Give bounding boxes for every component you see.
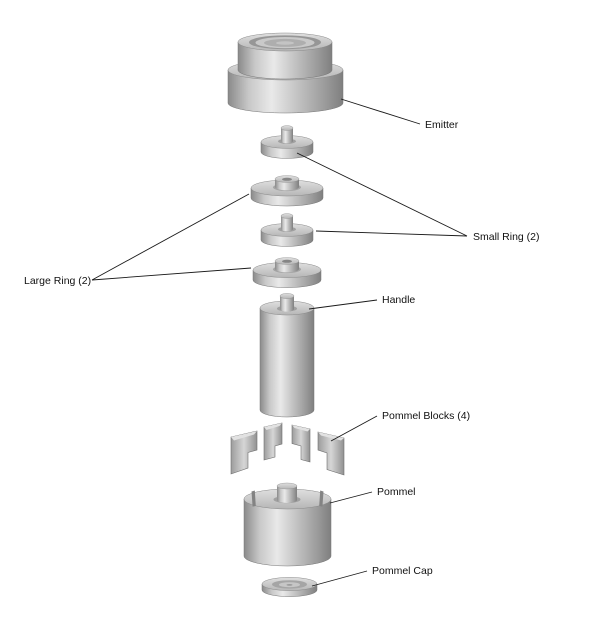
pommel-post-body [277, 486, 297, 503]
emitter-lower-body [227, 69, 344, 114]
leader-large-ring-upper [91, 193, 250, 281]
label-emitter: Emitter [425, 119, 459, 131]
pommel-block-right-top-facet [318, 432, 344, 441]
pommel-block-back-right [291, 424, 311, 463]
pommel-post-top [276, 482, 298, 490]
pommel-part [243, 482, 332, 567]
label-pommel-blocks: Pommel Blocks (4) [382, 410, 470, 422]
labels: Emitter Small Ring (2) Large Ring (2) Ha… [24, 119, 540, 577]
pommel-block-back-left [263, 422, 283, 461]
leader-small-ring-lower [315, 230, 468, 237]
large-ring-1-part [250, 175, 324, 207]
label-handle: Handle [382, 294, 415, 306]
large-ring-2-part [252, 257, 322, 288]
pommel-block-left-top-facet [231, 431, 257, 441]
small-ring-2-part [260, 213, 314, 247]
handle-body [259, 307, 315, 418]
leader-pommel-cap [311, 570, 368, 587]
small-ring-2-nub-body [281, 216, 293, 232]
label-pommel-cap: Pommel Cap [372, 565, 433, 577]
leader-pommel [329, 491, 373, 504]
pommel-slot-left [251, 490, 256, 507]
label-small-ring: Small Ring (2) [473, 231, 540, 243]
leader-handle [308, 299, 378, 310]
pommel-block-left [230, 430, 258, 475]
leader-large-ring-lower [91, 267, 252, 281]
small-ring-1-nub-top [280, 125, 294, 131]
large-ring-1-hole [282, 177, 292, 181]
label-pommel: Pommel [377, 486, 416, 498]
pommel-body [243, 498, 332, 567]
pommel-block-right [317, 431, 345, 476]
pommel-block-back-right-top-facet [292, 425, 310, 432]
pommel-block-back-left-top-facet [264, 423, 282, 430]
label-large-ring: Large Ring (2) [24, 275, 91, 287]
emitter-upper-body [237, 41, 333, 80]
leader-emitter [340, 98, 421, 125]
pommel-blocks-part [230, 422, 345, 476]
handle-nub-body [280, 296, 294, 312]
leader-pommel-blocks [330, 415, 378, 442]
handle-nub-top [279, 293, 295, 299]
pommel-slot-right [319, 490, 324, 507]
small-ring-1-part [260, 125, 314, 159]
emitter-recess-center [276, 41, 294, 45]
large-ring-2-hole [282, 259, 292, 263]
small-ring-2-nub-top [280, 213, 294, 219]
pommel-cap-part [261, 577, 318, 597]
small-ring-1-nub-body [281, 128, 293, 144]
pommel-cap-center [286, 584, 293, 586]
leader-lines [91, 98, 468, 587]
handle-part [259, 293, 315, 418]
emitter-part [227, 32, 344, 114]
leader-small-ring-upper [296, 152, 468, 237]
